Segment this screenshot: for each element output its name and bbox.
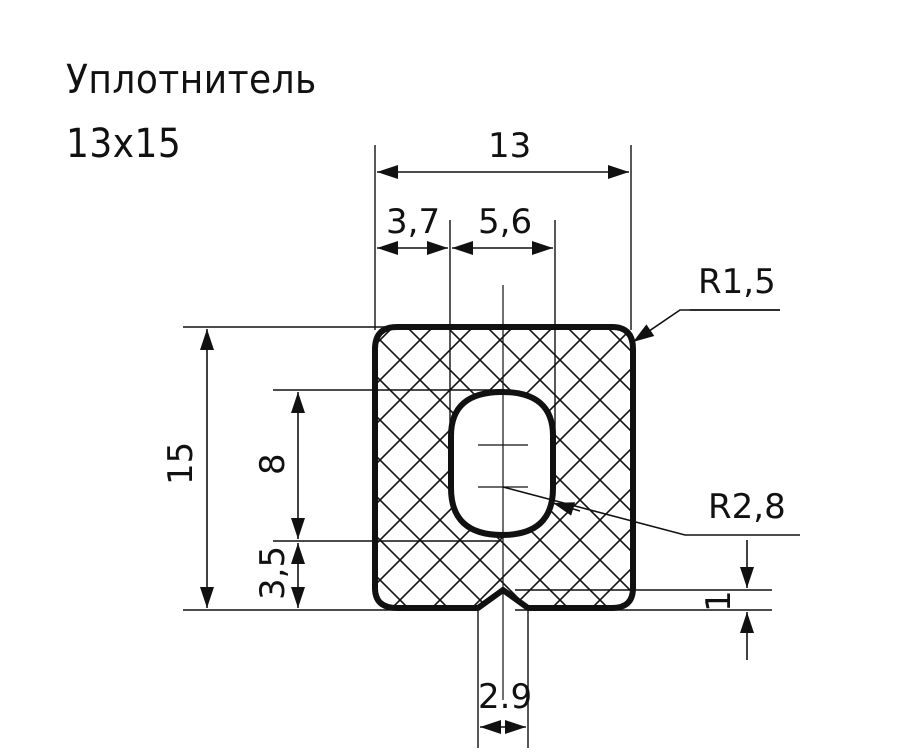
groove-width-dimension: 2.9	[478, 677, 532, 717]
hole-height-dimension: 8	[253, 453, 293, 475]
profile-title: Уплотнитель	[66, 57, 317, 103]
height-dimension: 15	[161, 442, 201, 485]
corner-radius-dimension: R1,5	[698, 262, 776, 302]
hole-radius-dimension: R2,8	[708, 487, 786, 527]
seal-profile	[372, 324, 636, 611]
width-dimension: 13	[488, 126, 531, 166]
groove-depth-dimension: 1	[699, 590, 739, 612]
hole-width-dimension: 5,6	[478, 202, 532, 242]
profile-size: 13x15	[66, 121, 182, 167]
bottom-offset-dimension: 3,5	[253, 546, 293, 600]
left-offset-dimension: 3,7	[386, 202, 440, 242]
